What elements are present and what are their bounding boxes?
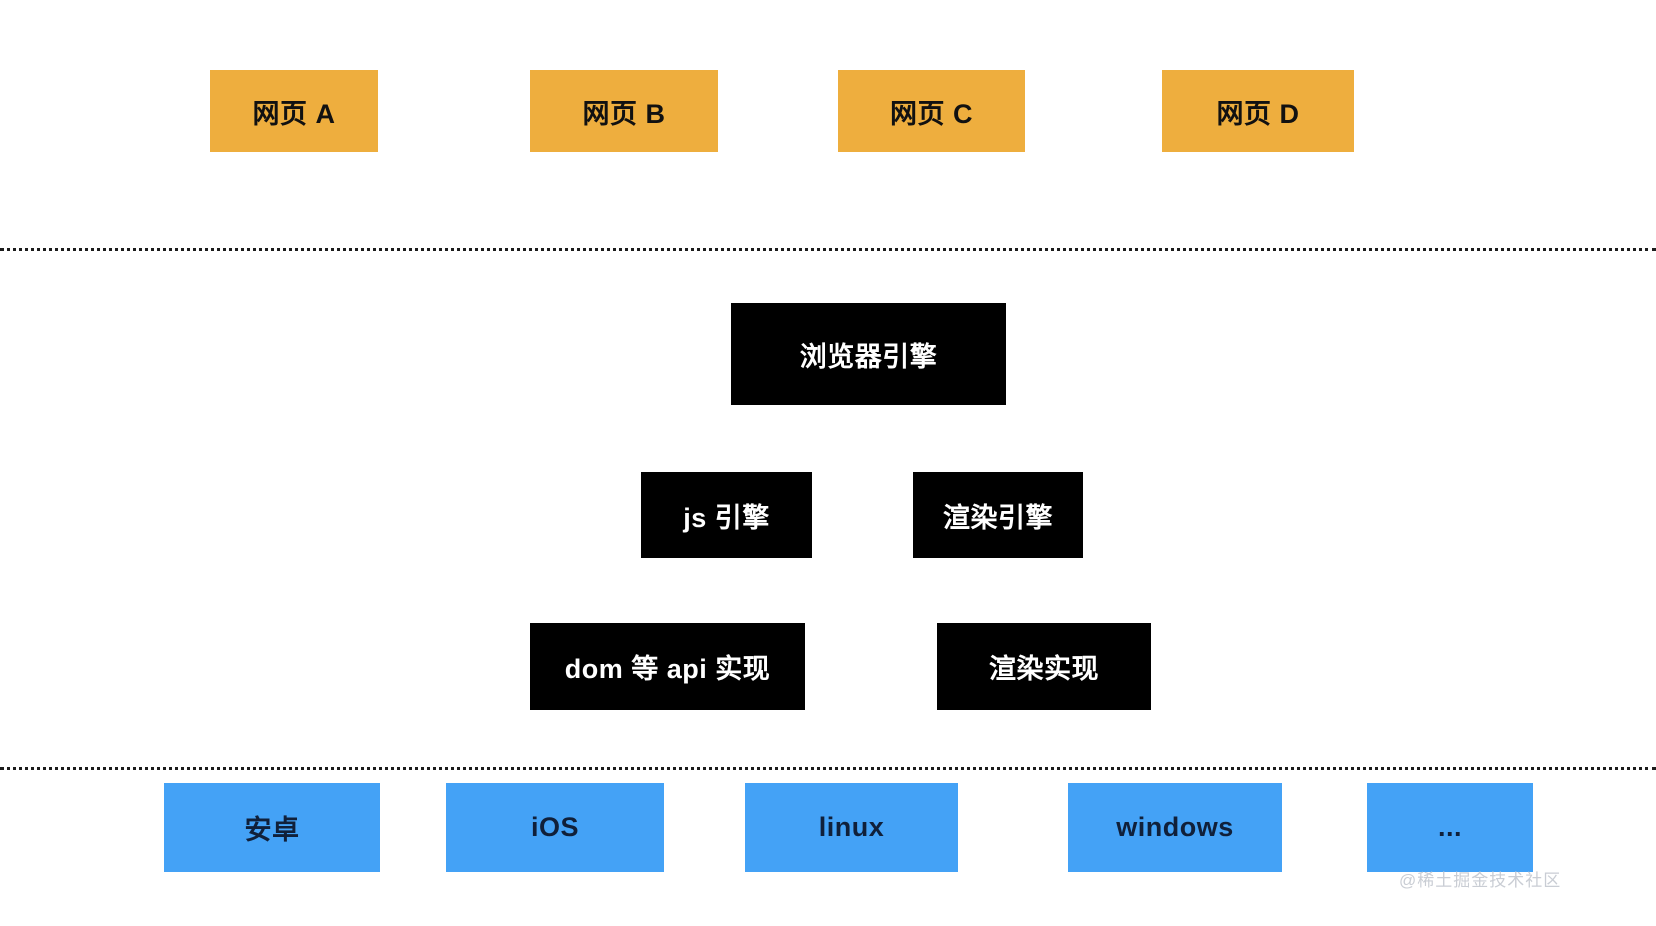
page-box-c: 网页 C bbox=[838, 70, 1025, 152]
os-box-ios-label: iOS bbox=[530, 812, 579, 842]
os-box-windows: windows bbox=[1068, 783, 1282, 872]
os-box-linux: linux bbox=[745, 783, 958, 872]
page-box-c-label: 网页 C bbox=[890, 98, 973, 129]
browser-engine-box: 浏览器引擎 bbox=[731, 303, 1006, 405]
page-box-d: 网页 D bbox=[1162, 70, 1354, 152]
js-engine-box: js 引擎 bbox=[641, 472, 812, 558]
os-box-more: ... bbox=[1367, 783, 1533, 872]
render-impl-box: 渲染实现 bbox=[937, 623, 1151, 710]
page-box-b-label: 网页 B bbox=[582, 98, 666, 129]
os-box-android-label: 安卓 bbox=[244, 815, 300, 845]
render-impl-label: 渲染实现 bbox=[989, 654, 1099, 684]
os-box-ios: iOS bbox=[446, 783, 664, 872]
watermark: @稀土掘金技术社区 bbox=[1399, 871, 1562, 890]
os-box-more-label: ... bbox=[1437, 812, 1462, 842]
dom-api-impl-label: dom 等 api 实现 bbox=[564, 654, 771, 684]
page-box-d-label: 网页 D bbox=[1216, 98, 1300, 129]
os-box-android: 安卓 bbox=[164, 783, 380, 872]
os-box-linux-label: linux bbox=[818, 812, 885, 842]
js-engine-label: js 引擎 bbox=[683, 502, 770, 533]
browser-engine-label: 浏览器引擎 bbox=[799, 341, 938, 372]
render-engine-box: 渲染引擎 bbox=[913, 472, 1083, 558]
dom-api-impl-box: dom 等 api 实现 bbox=[530, 623, 805, 710]
page-box-a-label: 网页 A bbox=[252, 98, 336, 129]
page-box-b: 网页 B bbox=[530, 70, 718, 152]
divider-pages-engine bbox=[0, 248, 1656, 251]
page-box-a: 网页 A bbox=[210, 70, 378, 152]
os-box-windows-label: windows bbox=[1116, 812, 1234, 842]
render-engine-label: 渲染引擎 bbox=[943, 502, 1053, 533]
divider-engine-os bbox=[0, 767, 1656, 770]
